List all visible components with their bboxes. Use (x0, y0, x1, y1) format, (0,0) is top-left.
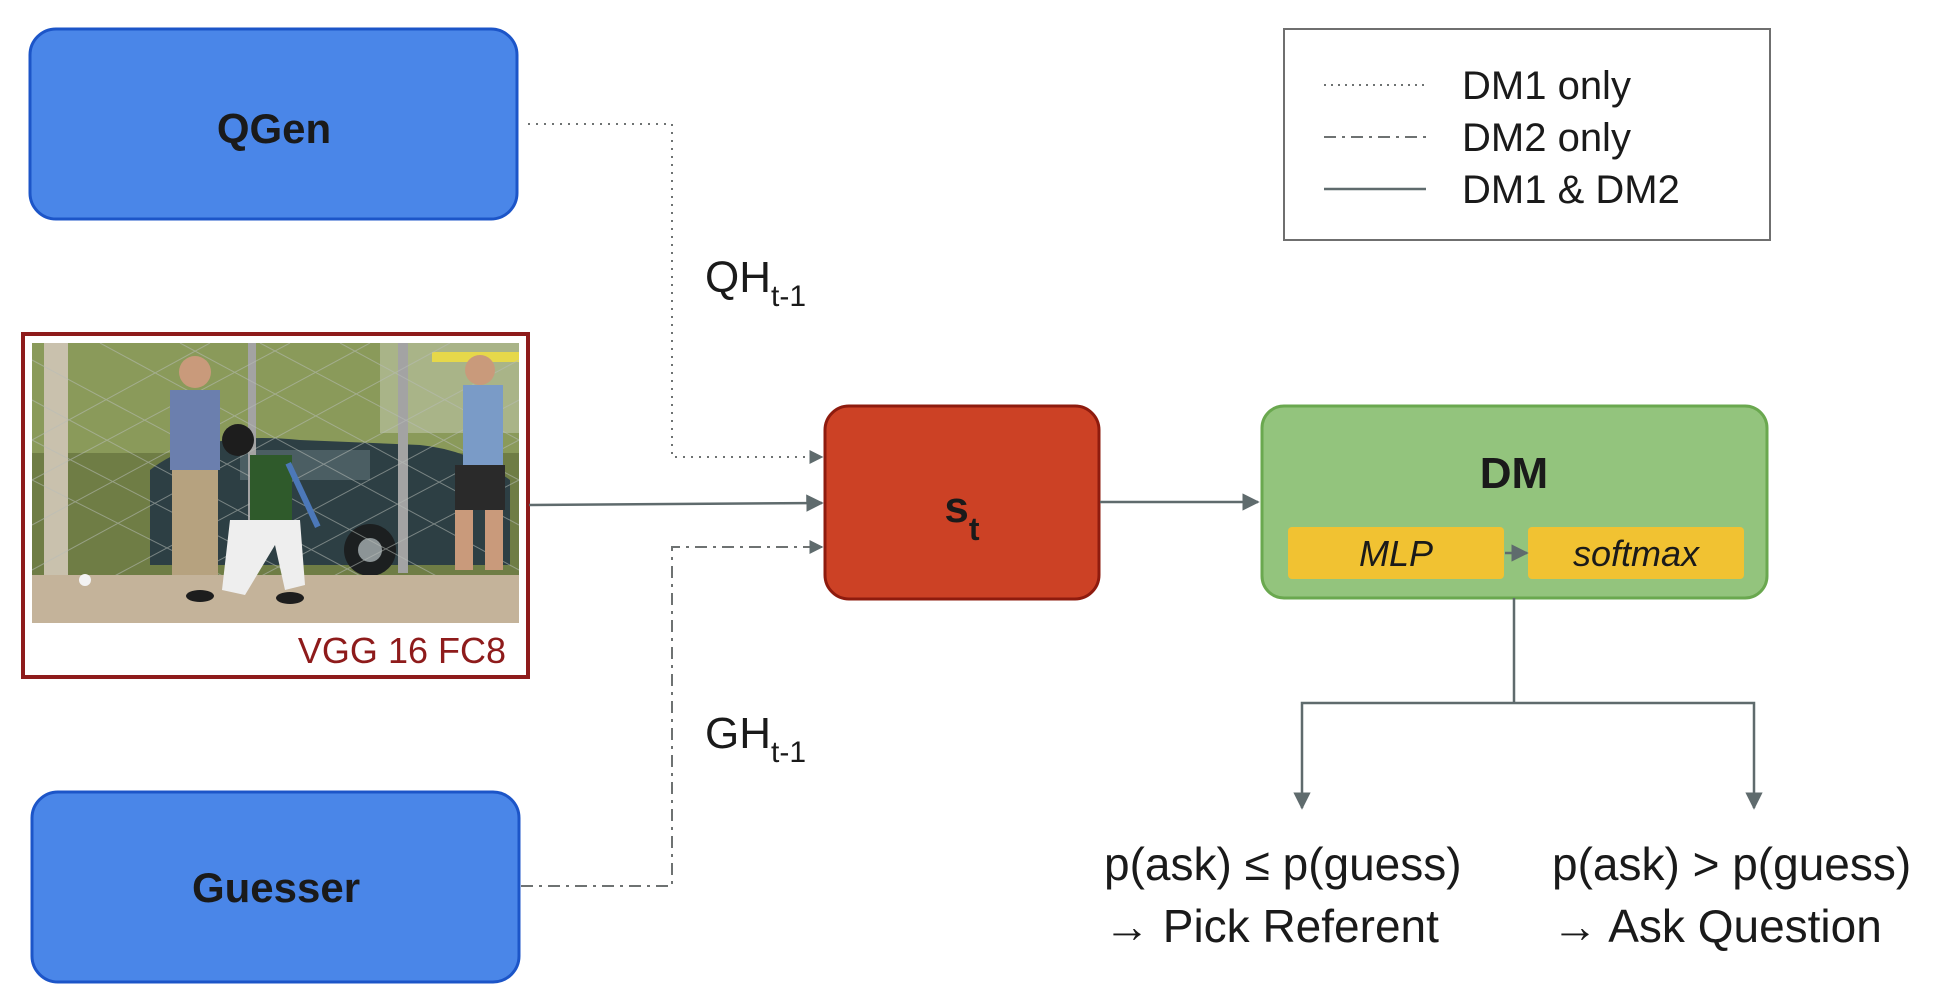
qgen-to-state-edge (528, 123, 824, 464)
outcome-pick-referent: p(ask) ≤ p(guess) → Pick Referent (1104, 838, 1462, 952)
softmax-label: softmax (1573, 533, 1701, 574)
gh-main: GH (705, 709, 771, 758)
legend-dm2-only: DM2 only (1462, 116, 1631, 160)
guesser-label: Guesser (192, 864, 360, 911)
dm-to-pick-referent-edge (1293, 701, 1514, 810)
pick-referent-action: → Pick Referent (1104, 900, 1439, 952)
qgen-label: QGen (217, 105, 331, 152)
baseball-photo (32, 343, 519, 623)
gh-label: GHt-1 (705, 709, 806, 769)
gh-subscript: t-1 (771, 736, 806, 769)
qh-subscript: t-1 (771, 280, 806, 313)
ask-question-condition: p(ask) > p(guess) (1552, 838, 1911, 890)
qh-label: QHt-1 (705, 253, 806, 313)
state-main: s (944, 483, 968, 532)
ask-question-action: → Ask Question (1552, 900, 1882, 952)
dm-node: DM MLP softmax (1260, 404, 1769, 600)
guesser-node: Guesser (30, 790, 521, 984)
softmax-block (1528, 527, 1744, 579)
image-to-state-edge (528, 494, 824, 512)
outcome-ask-question: p(ask) > p(guess) → Ask Question (1552, 838, 1911, 952)
legend-both: DM1 & DM2 (1462, 168, 1680, 212)
qgen-node: QGen (28, 27, 519, 221)
mlp-block (1288, 527, 1504, 579)
dm-to-ask-question-edge (1514, 701, 1763, 810)
guesser-to-state-edge (521, 540, 824, 887)
state-label: st (944, 483, 979, 547)
qh-main: QH (705, 253, 771, 302)
state-subscript: t (969, 511, 980, 547)
legend-dm1-only: DM1 only (1462, 64, 1631, 108)
pick-referent-condition: p(ask) ≤ p(guess) (1104, 838, 1462, 890)
state-node: st (823, 404, 1101, 601)
dm-label: DM (1480, 449, 1548, 498)
image-caption: VGG 16 FC8 (298, 630, 506, 671)
legend: DM1 only DM2 only DM1 & DM2 (1283, 28, 1771, 241)
image-frame: VGG 16 FC8 (21, 332, 530, 679)
mlp-label: MLP (1359, 533, 1433, 574)
